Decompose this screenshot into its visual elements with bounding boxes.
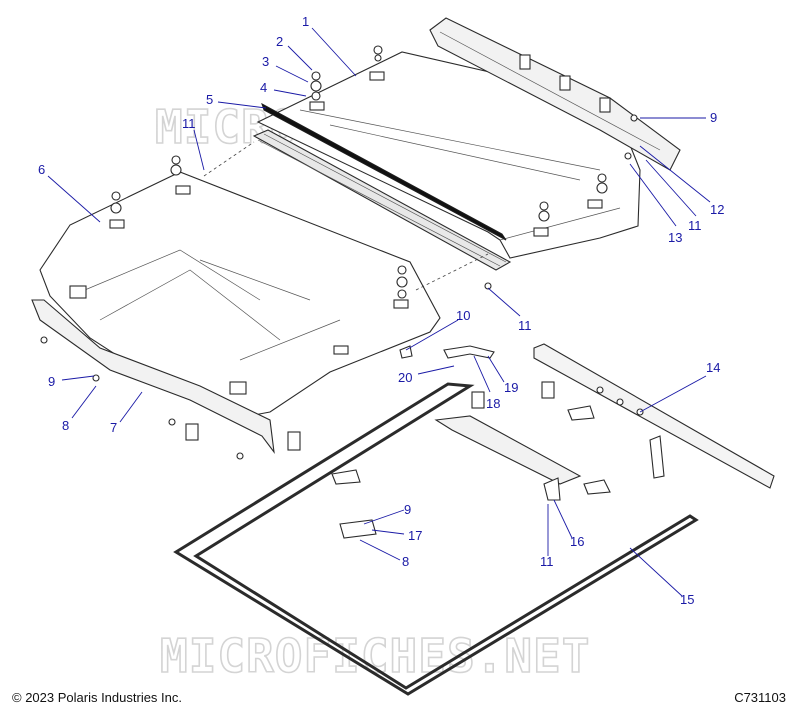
callout-19: 19 bbox=[504, 380, 518, 395]
front-visor bbox=[31, 299, 275, 454]
side-rail bbox=[533, 343, 775, 489]
callout-12: 12 bbox=[710, 202, 724, 217]
callout-11-lower: 11 bbox=[540, 554, 554, 569]
callout-8-left: 8 bbox=[62, 418, 69, 433]
callout-10: 10 bbox=[456, 308, 470, 323]
clips bbox=[185, 381, 665, 539]
callout-8-lower: 8 bbox=[402, 554, 409, 569]
callout-5: 5 bbox=[206, 92, 213, 107]
center-rail bbox=[252, 129, 512, 271]
callout-7: 7 bbox=[110, 420, 117, 435]
rear-trim-bar bbox=[429, 17, 681, 171]
alignment-line-right bbox=[415, 253, 489, 291]
callout-18: 18 bbox=[486, 396, 500, 411]
callout-13: 13 bbox=[668, 230, 682, 245]
callout-11-center: 11 bbox=[518, 318, 532, 333]
callout-labels: 1 2 3 4 5 6 7 8 8 9 9 9 10 11 11 11 11 1… bbox=[38, 14, 724, 607]
leader-lines bbox=[47, 27, 711, 597]
callout-11-top: 11 bbox=[182, 116, 196, 131]
hardware bbox=[40, 45, 638, 460]
callout-9-right: 9 bbox=[710, 110, 717, 125]
callout-2: 2 bbox=[276, 34, 283, 49]
callout-17: 17 bbox=[408, 528, 422, 543]
callout-16: 16 bbox=[570, 534, 584, 549]
callout-9-lower: 9 bbox=[404, 502, 411, 517]
callout-20: 20 bbox=[398, 370, 412, 385]
copyright-notice: © 2023 Polaris Industries Inc. bbox=[12, 690, 182, 705]
callout-3: 3 bbox=[262, 54, 269, 69]
front-roof-panel bbox=[39, 171, 441, 419]
bracket-assembly bbox=[399, 345, 495, 359]
callout-1: 1 bbox=[302, 14, 309, 29]
callout-4: 4 bbox=[260, 80, 267, 95]
callout-14: 14 bbox=[706, 360, 720, 375]
figure-code: C731103 bbox=[734, 690, 786, 705]
alignment-line-left bbox=[203, 141, 255, 177]
callout-6: 6 bbox=[38, 162, 45, 177]
callout-9-left: 9 bbox=[48, 374, 55, 389]
callout-11-right: 11 bbox=[688, 218, 702, 233]
windshield-gasket bbox=[173, 382, 699, 696]
cross-bar bbox=[434, 415, 582, 501]
callout-15: 15 bbox=[680, 592, 694, 607]
